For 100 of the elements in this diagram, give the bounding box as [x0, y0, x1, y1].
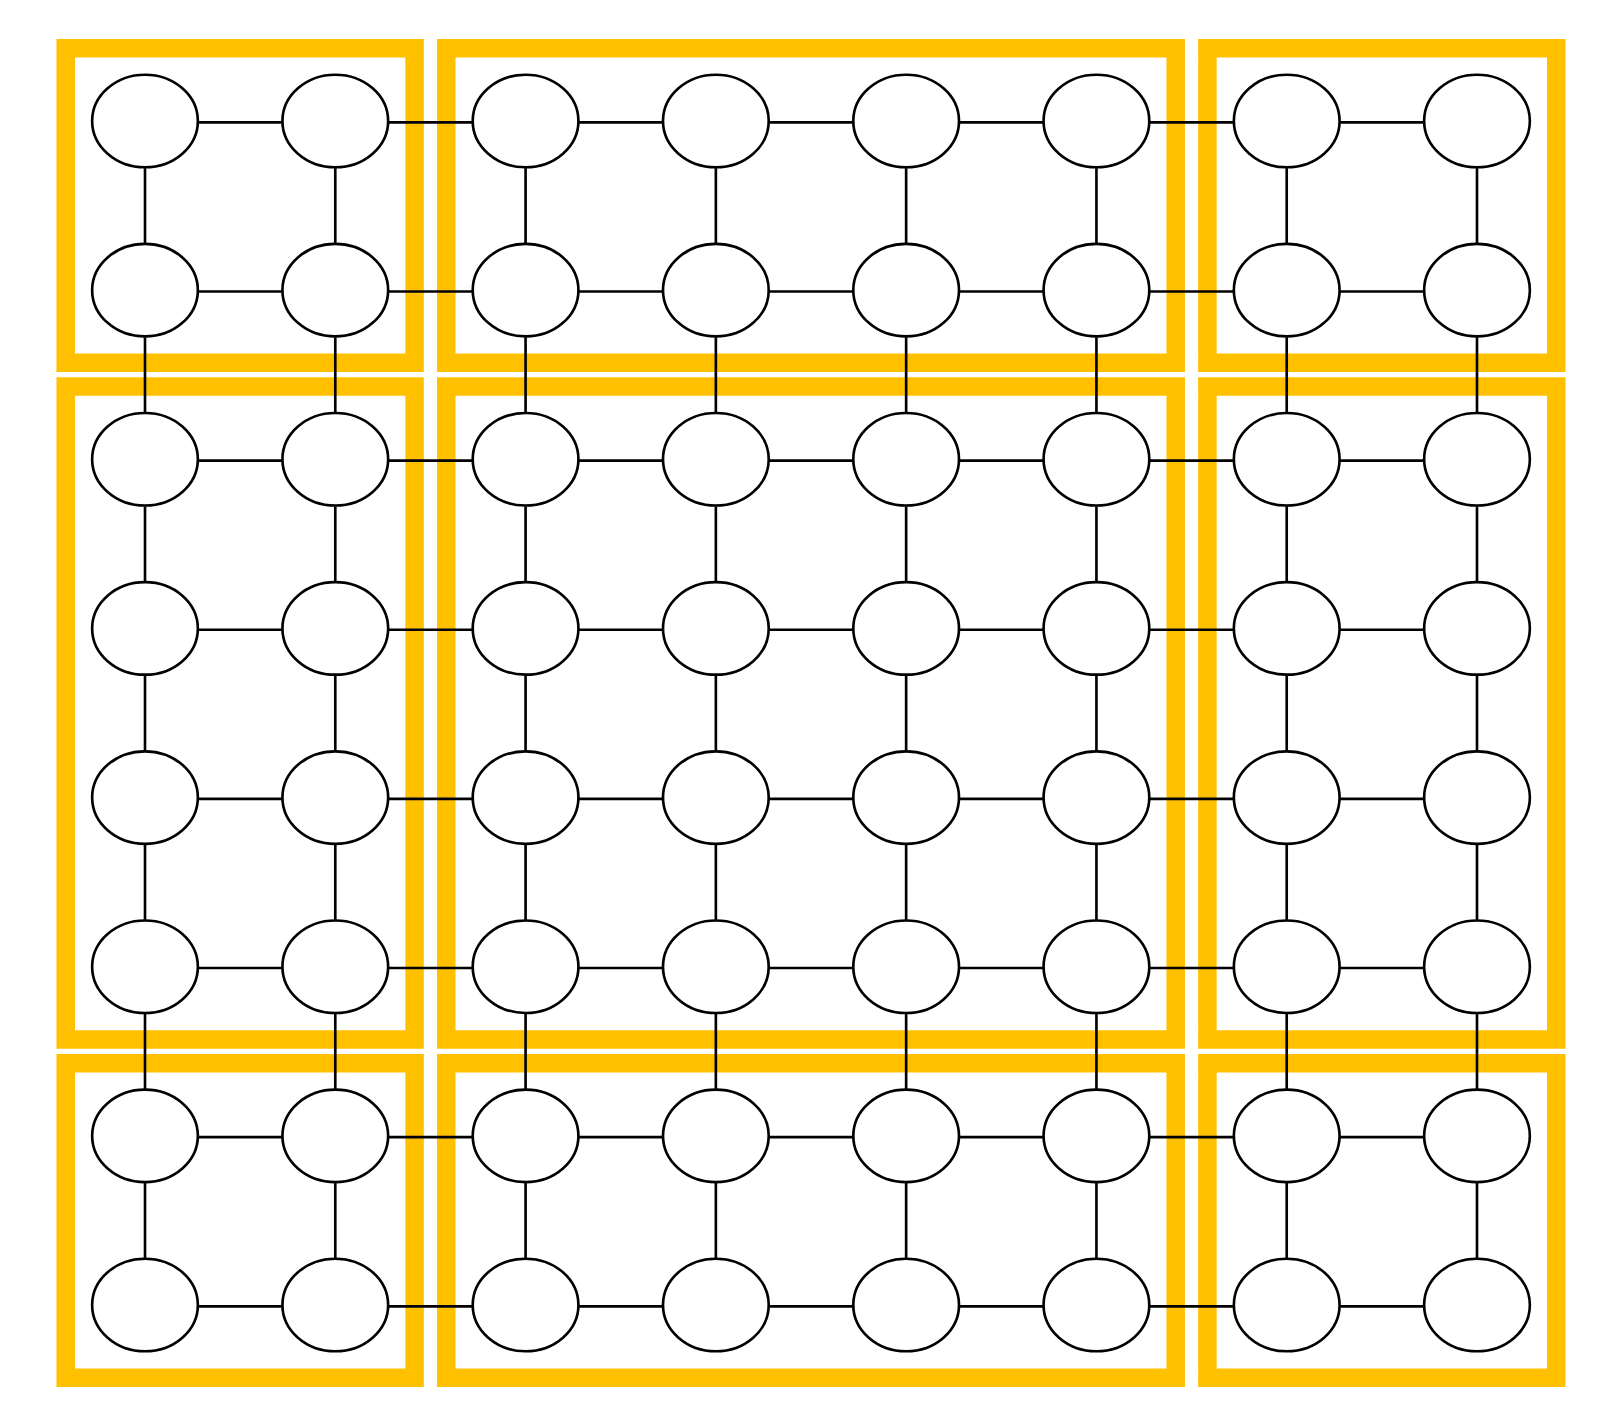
connector	[523, 337, 526, 413]
connector	[903, 337, 907, 413]
connector	[767, 1305, 852, 1308]
connector	[1094, 337, 1097, 413]
node-circle	[280, 750, 389, 846]
connector	[577, 459, 662, 462]
node-circle	[1421, 919, 1531, 1015]
node-circle	[1231, 73, 1340, 169]
connector	[142, 168, 146, 244]
connector	[1338, 121, 1423, 124]
connector	[332, 506, 336, 582]
cluster	[1197, 1053, 1565, 1387]
node-circle	[850, 1088, 960, 1184]
connector	[387, 628, 472, 632]
connector	[958, 628, 1043, 632]
connector	[713, 506, 717, 582]
connector	[958, 459, 1043, 462]
connector	[142, 337, 146, 413]
connector	[1474, 168, 1478, 244]
connector	[1474, 675, 1478, 751]
connector	[1338, 966, 1423, 970]
cluster	[436, 39, 1184, 373]
connector	[577, 966, 662, 970]
node-circle	[470, 1088, 579, 1184]
node-circle	[280, 73, 389, 169]
connector	[903, 844, 907, 920]
connector	[903, 1183, 907, 1259]
connector	[767, 628, 852, 632]
connector	[577, 628, 662, 632]
connector	[142, 1183, 146, 1259]
node-circle	[850, 242, 960, 338]
connector	[523, 168, 526, 244]
connector	[1284, 844, 1288, 920]
node-circle	[1231, 919, 1340, 1015]
node-circle	[1041, 242, 1150, 338]
connector	[1094, 506, 1097, 582]
connector	[197, 459, 281, 462]
cluster	[1197, 39, 1565, 373]
node-circle	[89, 919, 199, 1015]
node-circle	[1421, 411, 1531, 507]
connector	[332, 844, 336, 920]
node-circle	[1421, 750, 1531, 846]
connector	[958, 290, 1043, 293]
connector	[903, 506, 907, 582]
connector	[1338, 459, 1423, 462]
connector	[1474, 337, 1478, 413]
node-circle	[280, 580, 389, 676]
connector	[713, 844, 717, 920]
connector	[1148, 797, 1233, 801]
node-circle	[1421, 1088, 1531, 1184]
connector	[332, 1183, 336, 1259]
connector	[387, 121, 472, 124]
node-circle	[470, 242, 579, 338]
node-circle	[1231, 242, 1340, 338]
connector	[767, 797, 852, 801]
node-circle	[660, 1088, 770, 1184]
connector	[1148, 966, 1233, 970]
connector	[142, 675, 146, 751]
connector	[1148, 459, 1233, 462]
connector	[1148, 1305, 1233, 1308]
connector	[1338, 1135, 1423, 1139]
connector	[1284, 1013, 1288, 1089]
node-circle	[470, 580, 579, 676]
node-circle	[89, 411, 199, 507]
connector	[197, 1135, 281, 1139]
connector	[1148, 290, 1233, 293]
node-circle	[660, 411, 770, 507]
node-circle	[1231, 1257, 1340, 1353]
connector	[523, 506, 526, 582]
node-circle	[660, 750, 770, 846]
node-circle	[660, 919, 770, 1015]
cluster	[55, 39, 423, 373]
connector	[1474, 1013, 1478, 1089]
connector	[1094, 844, 1097, 920]
connector	[1148, 121, 1233, 124]
node-circle	[1421, 73, 1531, 169]
connector	[958, 121, 1043, 124]
connector	[1284, 506, 1288, 582]
node-circle	[89, 242, 199, 338]
node-circle	[1041, 73, 1150, 169]
connector	[1148, 628, 1233, 632]
connector	[332, 1013, 336, 1089]
connector	[142, 506, 146, 582]
connector	[958, 797, 1043, 801]
connector	[1284, 1183, 1288, 1259]
connector	[577, 290, 662, 293]
connector	[1284, 675, 1288, 751]
connector	[903, 1013, 907, 1089]
node-circle	[850, 750, 960, 846]
connector	[767, 966, 852, 970]
connector	[387, 290, 472, 293]
connector	[958, 1305, 1043, 1308]
connector	[387, 797, 472, 801]
connector	[1338, 290, 1423, 293]
node-circle	[850, 73, 960, 169]
node-circle	[1231, 411, 1340, 507]
connector	[713, 1013, 717, 1089]
connector	[1094, 675, 1097, 751]
node-circle	[280, 1088, 389, 1184]
connector	[903, 675, 907, 751]
